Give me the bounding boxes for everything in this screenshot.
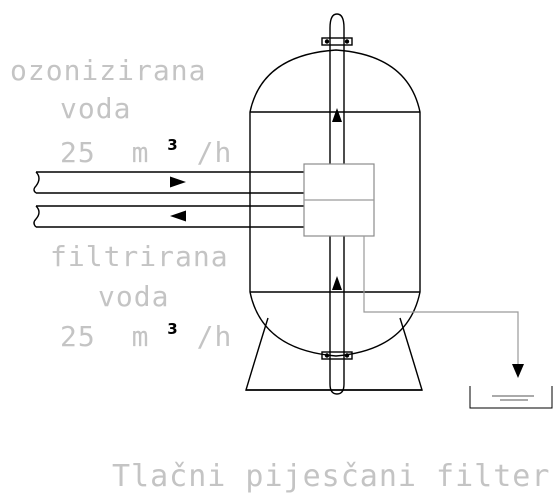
inlet-flow-arrow xyxy=(170,176,186,188)
central-pipe xyxy=(321,13,353,395)
outlet-label-line1: filtrirana xyxy=(50,240,229,273)
drain-line xyxy=(363,236,524,378)
up-arrow-lower xyxy=(332,276,342,290)
up-arrow-upper xyxy=(332,108,342,122)
vessel-support xyxy=(245,317,423,391)
top-flange xyxy=(321,37,353,46)
valve-block xyxy=(303,163,375,237)
bottom-flange xyxy=(321,351,353,360)
drain-basin xyxy=(469,386,553,409)
drain-arrow xyxy=(512,364,524,378)
filter-vessel xyxy=(249,49,421,357)
inlet-label-line2: voda xyxy=(60,92,131,125)
inlet-flow-rate: 25 m 3 /h xyxy=(60,124,232,169)
outlet-flow-rate: 25 m 3 /h xyxy=(60,308,232,353)
outlet-pipe xyxy=(33,205,304,228)
inlet-label-line1: ozonizirana xyxy=(10,54,206,87)
outlet-label-line2: voda xyxy=(98,280,169,313)
diagram-caption: Tlačni pijesčani filter xyxy=(112,459,550,494)
outlet-flow-arrow xyxy=(170,210,186,222)
inlet-pipe xyxy=(33,171,304,194)
